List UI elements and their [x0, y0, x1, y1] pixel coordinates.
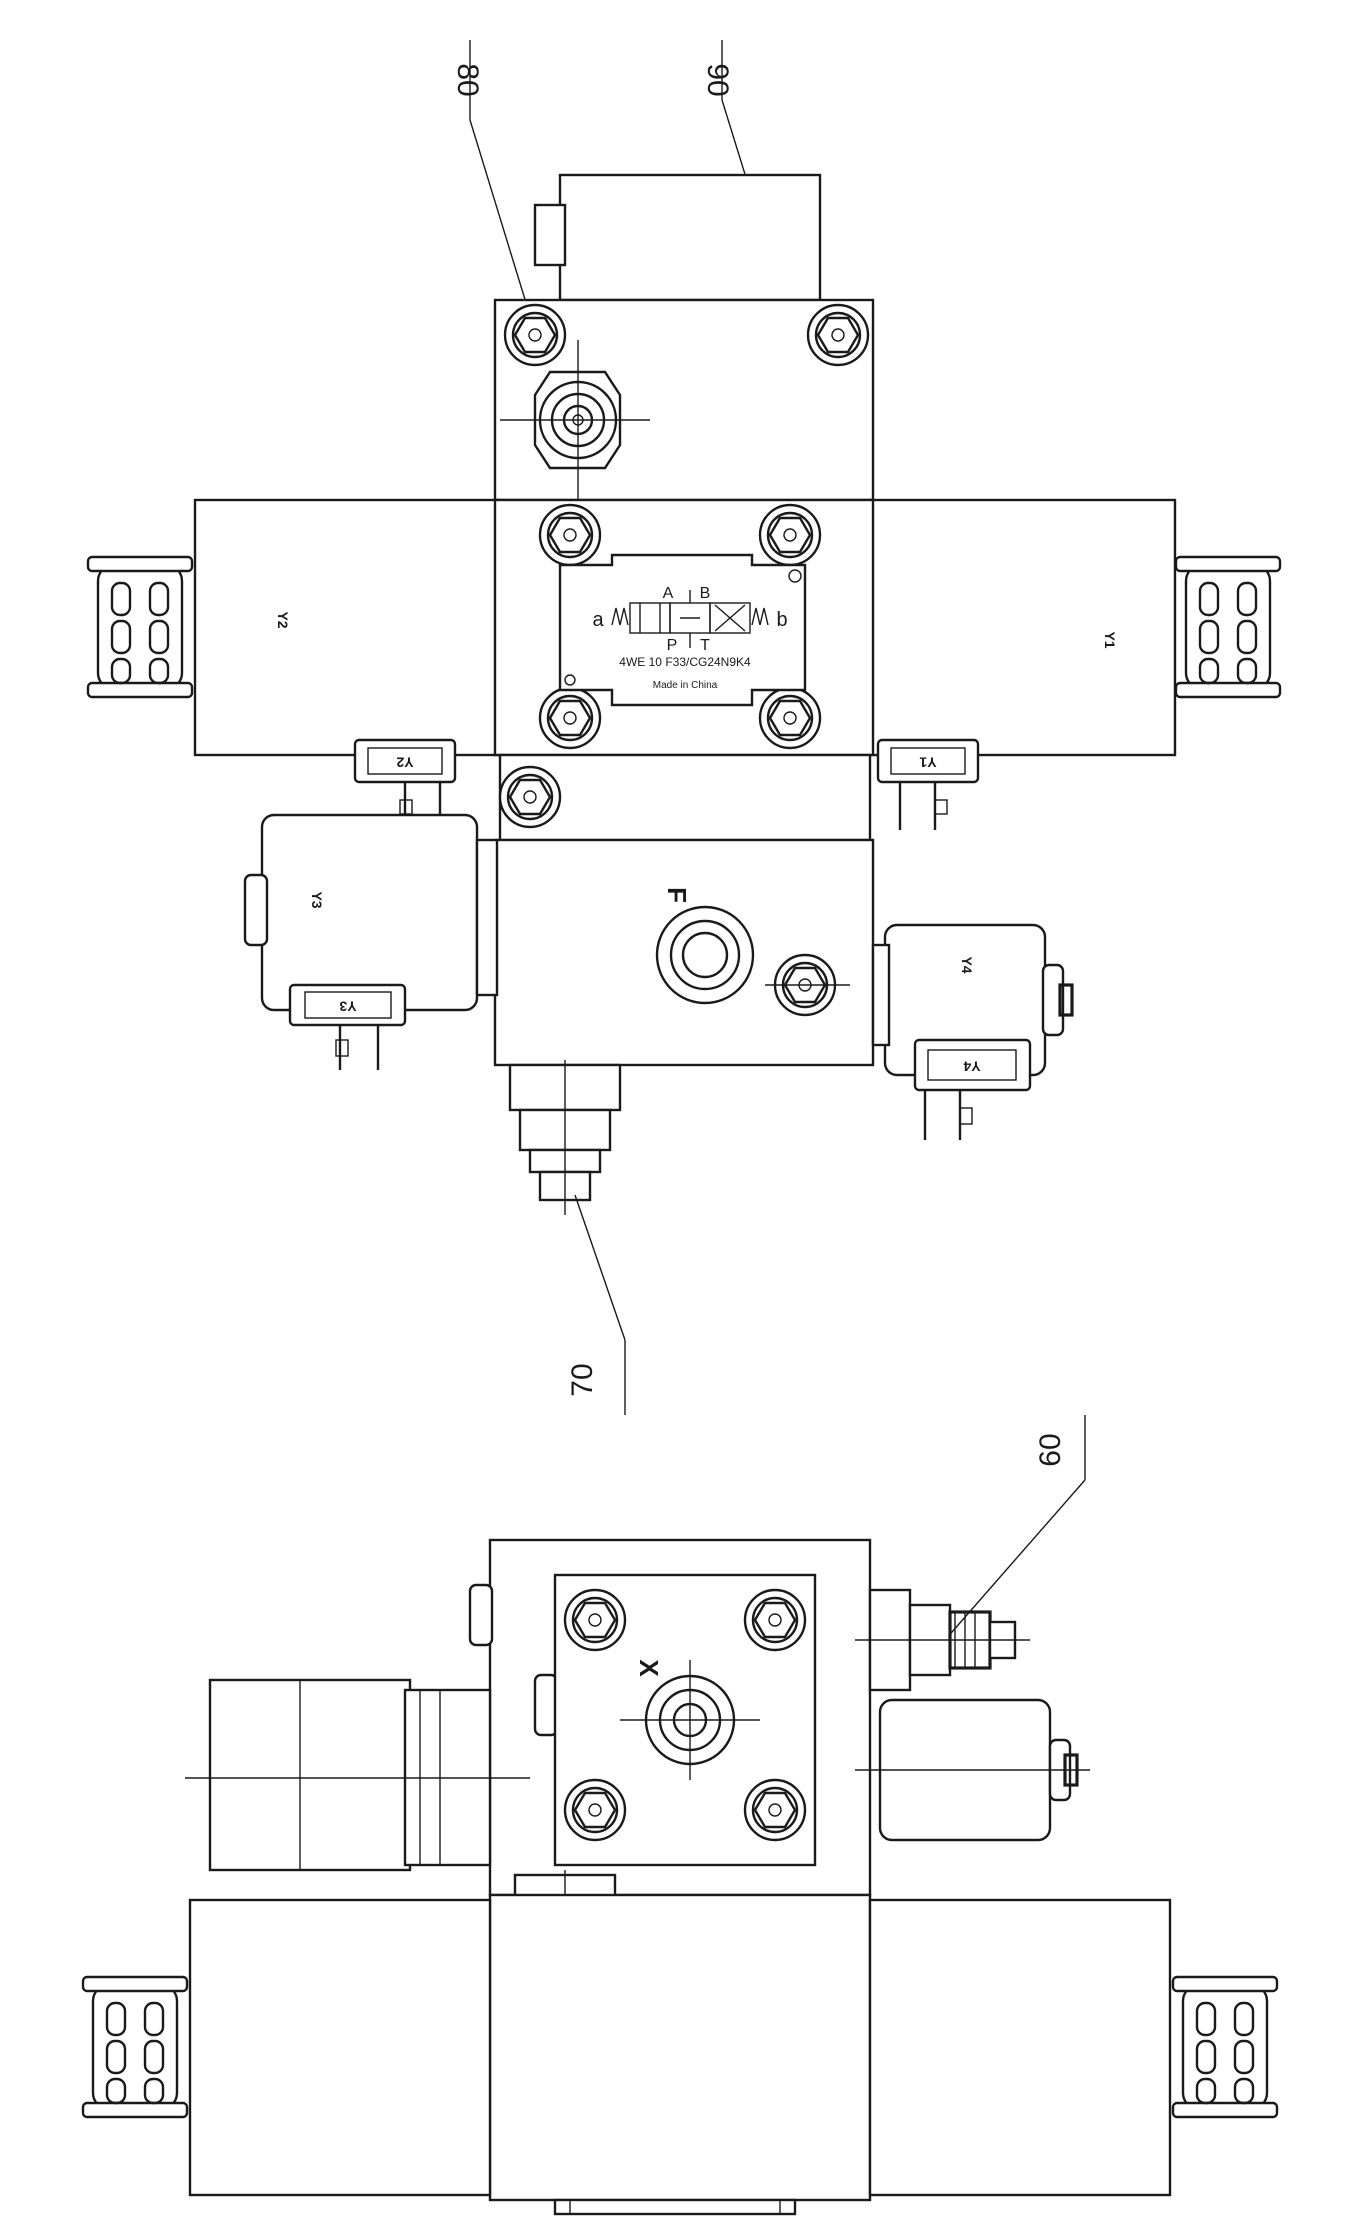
- valve-nameplate: A B P T a b 4WE 10 F33/CG24N9K4 Made in …: [558, 553, 807, 707]
- solenoid-y2-connector: [86, 555, 194, 699]
- coil-tag-y2: Y2: [353, 738, 457, 830]
- solenoid-y1-body: [868, 498, 1177, 757]
- side-solenoid-right-body: [868, 1898, 1172, 2197]
- plate-port-p: P: [667, 637, 678, 654]
- upper-bolt-right: [806, 303, 870, 367]
- side-valve-body: [488, 1893, 872, 2202]
- callout-80-label: 80: [451, 63, 484, 96]
- solenoid-y4-label: Y4: [959, 956, 975, 973]
- coil-tag-y2-label: Y2: [396, 754, 413, 770]
- pilot-cap: [558, 173, 822, 302]
- solenoid-y1-label: Y1: [1102, 631, 1118, 648]
- plate-port-b: B: [700, 585, 711, 602]
- side-base-strip: [553, 2198, 797, 2216]
- side-solenoid-left-body: [188, 1898, 492, 2197]
- solenoid-y1-connector: [1174, 555, 1282, 699]
- solenoid-y3-tag-label: Y3: [339, 998, 356, 1014]
- plate-model: 4WE 10 F33/CG24N9K4: [619, 655, 751, 669]
- solenoid-y2-label: Y2: [275, 611, 291, 628]
- pilot-cap-knob: [533, 203, 567, 267]
- bottom-adjuster: [508, 1060, 622, 1215]
- plate-port-a: A: [663, 585, 674, 602]
- side-left-nub-mid: [533, 1673, 559, 1737]
- plate-origin: Made in China: [653, 680, 718, 691]
- coil-tag-y1-label: Y1: [919, 754, 936, 770]
- valve-bolt-br: [758, 686, 822, 750]
- side-connector-right: [1171, 1975, 1279, 2119]
- plate-side-a: a: [592, 609, 604, 631]
- port-x: X: [620, 1659, 760, 1780]
- solenoid-y3: Y3 Y3: [243, 813, 499, 1070]
- side-left-nub-top: [468, 1583, 494, 1647]
- port-f-label: F: [662, 887, 692, 903]
- side-bolt-bl: [563, 1778, 627, 1842]
- callout-60: 60: [944, 1415, 1086, 1641]
- side-right-fitting: [855, 1588, 1030, 1692]
- callout-90-label: 90: [701, 63, 734, 96]
- valve-bolt-tl: [538, 503, 602, 567]
- spacer-bolt: [498, 765, 562, 829]
- port-x-label: X: [634, 1659, 664, 1677]
- side-bolt-tl: [563, 1588, 627, 1652]
- coil-tag-y1: Y1: [876, 738, 980, 830]
- solenoid-y3-label: Y3: [309, 891, 325, 908]
- valve-bolt-bl: [538, 686, 602, 750]
- side-bolt-tr: [743, 1588, 807, 1652]
- center-port-fitting: [500, 340, 650, 500]
- side-view: 60 X: [81, 1415, 1279, 2216]
- plate-side-b: b: [776, 609, 787, 631]
- side-pilot-cartridge: [185, 1678, 530, 1872]
- upper-bolt-left: [503, 303, 567, 367]
- callout-60-label: 60: [1034, 1433, 1067, 1466]
- side-bolt-br: [743, 1778, 807, 1842]
- solenoid-y4-tag-label: Y4: [963, 1058, 980, 1074]
- solenoid-y4: Y4 Y4: [871, 923, 1074, 1140]
- callout-70-label: 70: [566, 1363, 599, 1396]
- port-f: F: [655, 887, 755, 1005]
- top-view: 80 90 Y2 Y: [86, 40, 1282, 1415]
- side-connector-left: [81, 1975, 189, 2119]
- callout-70: 70: [566, 1194, 626, 1415]
- solenoid-y2-body: [193, 498, 502, 757]
- valve-bolt-tr: [758, 503, 822, 567]
- plate-port-t: T: [700, 637, 710, 654]
- side-right-solenoid: [855, 1698, 1090, 1842]
